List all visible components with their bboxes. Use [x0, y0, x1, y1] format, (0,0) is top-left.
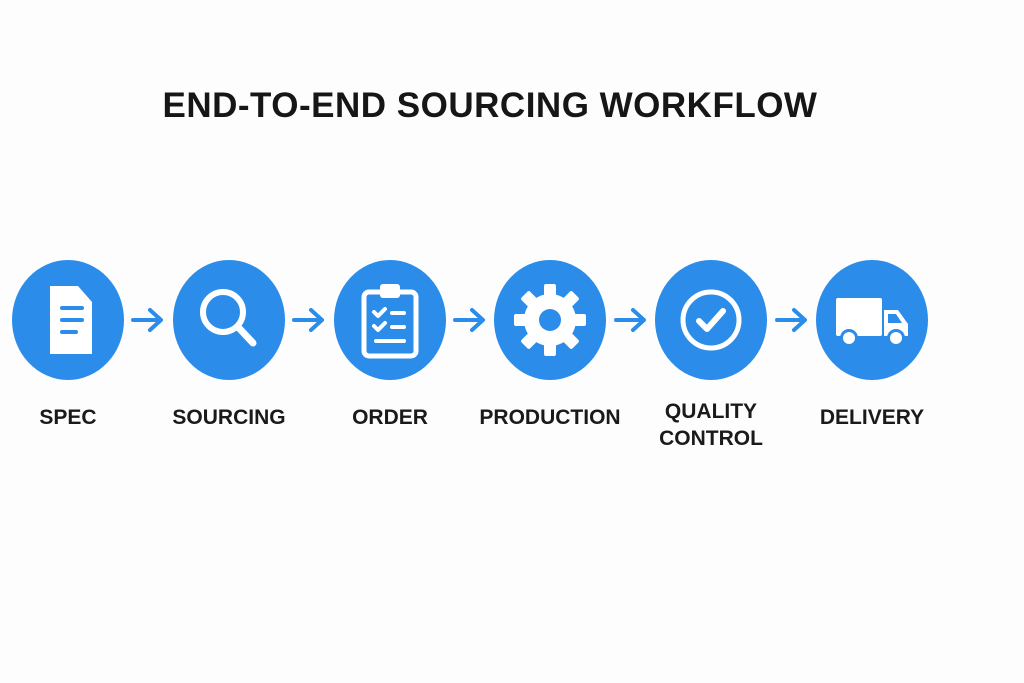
document-icon [50, 286, 92, 354]
step-label-line1: QUALITY [664, 400, 758, 423]
arrow-icon [292, 308, 324, 332]
step-production: PRODUCTION [470, 260, 630, 431]
arrow-icon [775, 308, 807, 332]
gear-icon [514, 284, 586, 356]
step-label: PRODUCTION [479, 406, 621, 429]
step-spec: SPEC [0, 260, 148, 431]
step-circle [334, 260, 446, 380]
step-quality-control: QUALITY CONTROL [631, 260, 791, 452]
step-order: ORDER [310, 260, 470, 431]
step-circle [173, 260, 285, 380]
truck-icon [836, 298, 908, 347]
magnifier-icon [200, 289, 257, 347]
step-label: QUALITY CONTROL [631, 398, 791, 452]
check-circle-icon [680, 289, 742, 351]
step-label-line2: CONTROL [659, 427, 763, 450]
arrow-icon [453, 308, 485, 332]
clipboard-checklist-icon [361, 284, 419, 359]
step-delivery: DELIVERY [792, 260, 952, 431]
step-circle [12, 260, 124, 380]
step-label: SPEC [39, 406, 97, 429]
step-label: DELIVERY [819, 406, 925, 429]
diagram-title: END-TO-END SOURCING WORKFLOW [162, 86, 818, 125]
step-label: SOURCING [172, 406, 286, 429]
step-sourcing: SOURCING [149, 260, 309, 431]
step-circle [655, 260, 767, 380]
arrow-icon [131, 308, 163, 332]
step-circle [816, 260, 928, 380]
step-circle [494, 260, 606, 380]
step-label: ORDER [352, 406, 428, 429]
arrow-icon [614, 308, 646, 332]
